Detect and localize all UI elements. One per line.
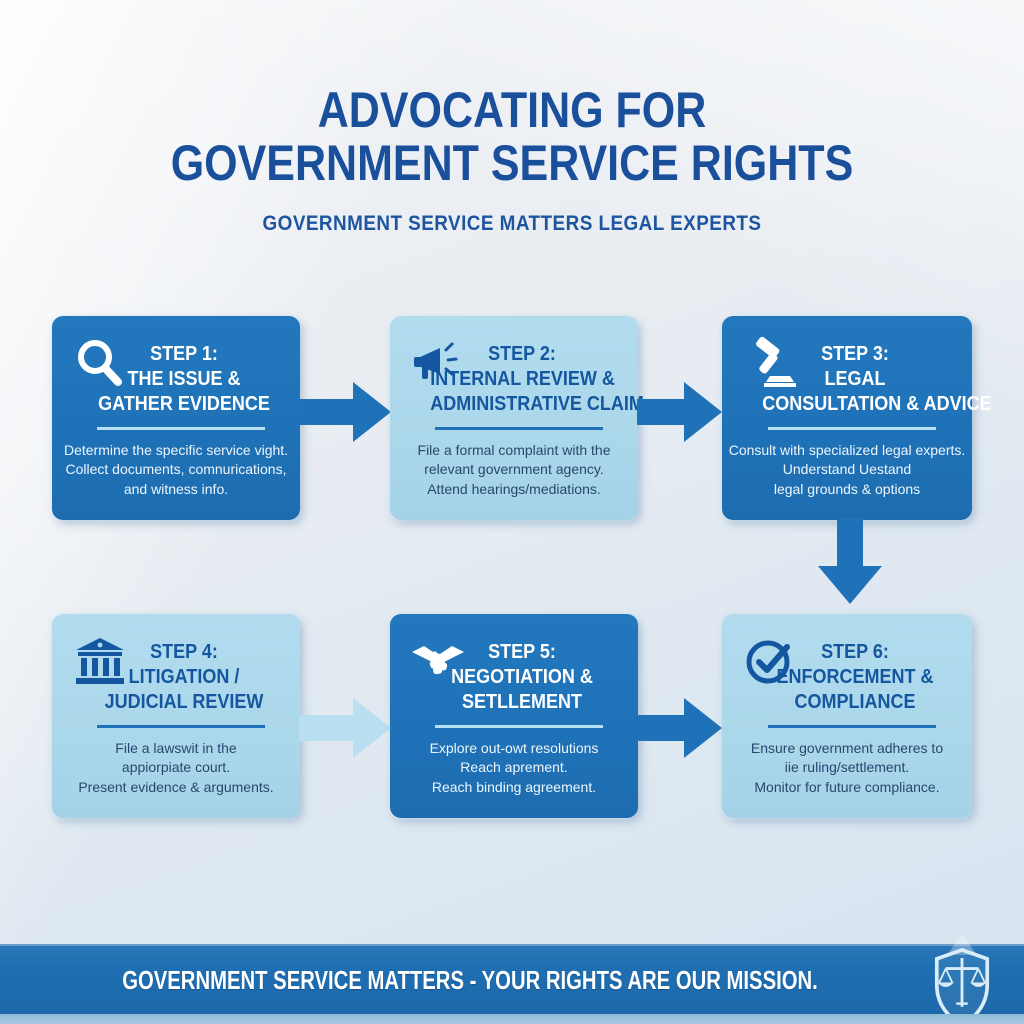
magnifying-glass-icon — [78, 340, 122, 386]
body-line: File a lawswit in the — [115, 739, 237, 756]
step-title-line: LITIGATION / — [128, 666, 240, 689]
arrow-down-icon — [818, 518, 882, 604]
footer-tagline: GOVERNMENT SERVICE MATTERS - YOUR RIGHTS… — [122, 965, 818, 995]
body-line: iie ruling/settlement. — [784, 759, 910, 776]
step-title-line: NEGOTIATION & — [451, 666, 593, 689]
heading-divider — [97, 426, 265, 430]
step-2-body: File a formal complaint with the relevan… — [390, 441, 638, 501]
step-title-line: ENFORCEMENT & — [776, 666, 934, 689]
step-title-line: COMPLIANCE — [794, 691, 916, 714]
body-line: Reach aprement. — [460, 759, 568, 776]
body-line: Consult with specialized legal experts. — [728, 441, 966, 458]
title-line-1: ADVOCATING FOR — [317, 82, 707, 138]
body-line: Determine the specific service vight. — [63, 441, 289, 458]
body-line: legal grounds & options — [773, 481, 921, 498]
body-line: Understand Uestand — [782, 461, 912, 478]
step-label: STEP 5: — [488, 641, 556, 663]
step-title-line: ADMINISTRATIVE CLAIM — [430, 393, 644, 416]
step-6-heading: STEP 6: ENFORCEMENT & COMPLIANCE — [762, 640, 947, 716]
arrow-right-icon — [299, 382, 391, 442]
body-line: appiorpiate court. — [121, 759, 231, 776]
body-line: Explore out-owt resolutions — [429, 739, 599, 756]
body-line: Reach binding agreement. — [431, 779, 597, 796]
step-3-body: Consult with specialized legal experts. … — [722, 441, 972, 501]
check-circle-icon — [746, 640, 790, 684]
step-2-card: STEP 2: INTERNAL REVIEW & ADMINISTRATIVE… — [390, 316, 644, 520]
footer-bar: GOVERNMENT SERVICE MATTERS - YOUR RIGHTS… — [0, 933, 1024, 1024]
step-3-heading: STEP 3: LEGAL CONSULTATION & ADVICE — [762, 342, 992, 418]
step-3-card: STEP 3: LEGAL CONSULTATION & ADVICE Cons… — [722, 316, 992, 520]
body-line: Ensure government adheres to — [750, 739, 944, 756]
footer-bottom-strip — [0, 1014, 1024, 1024]
heading-divider — [768, 724, 936, 728]
step-6-body: Ensure government adheres to iie ruling/… — [722, 739, 972, 799]
step-4-body: File a lawswit in the appiorpiate court.… — [52, 739, 300, 799]
step-1-card: STEP 1: THE ISSUE & GATHER EVIDENCE Dete… — [52, 316, 300, 520]
step-5-card: STEP 5: NEGOTIATION & SETLLEMENT Explore… — [390, 614, 638, 818]
heading-divider — [435, 426, 603, 430]
step-title-line: SETLLEMENT — [461, 691, 583, 714]
shield-scales-logo — [934, 933, 990, 1024]
step-4-heading: STEP 4: LITIGATION / JUDICIAL REVIEW — [92, 640, 276, 716]
body-line: and witness info. — [123, 481, 229, 498]
step-label: STEP 1: — [150, 343, 218, 365]
step-5-heading: STEP 5: NEGOTIATION & SETLLEMENT — [430, 640, 614, 716]
step-label: STEP 4: — [150, 641, 218, 663]
step-label: STEP 2: — [488, 343, 556, 365]
title-line-2: GOVERNMENT SERVICE RIGHTS — [170, 135, 854, 191]
gavel-icon — [756, 336, 796, 387]
arrow-right-icon — [299, 698, 391, 758]
step-title-line: GATHER EVIDENCE — [98, 393, 270, 416]
body-line: relevant government agency. — [424, 461, 604, 478]
step-title-line: THE ISSUE & — [127, 368, 241, 391]
step-label: STEP 6: — [821, 641, 889, 663]
arrow-right-icon — [637, 382, 722, 442]
megaphone-icon — [414, 342, 458, 379]
heading-divider — [768, 426, 936, 430]
step-1-heading: STEP 1: THE ISSUE & GATHER EVIDENCE — [92, 342, 276, 418]
step-title-line: JUDICIAL REVIEW — [104, 691, 264, 714]
step-title-line: CONSULTATION & ADVICE — [762, 393, 992, 416]
step-4-card: STEP 4: LITIGATION / JUDICIAL REVIEW Fil… — [52, 614, 300, 818]
body-line: Attend hearings/mediations. — [427, 481, 601, 498]
body-line: Monitor for future compliance. — [754, 779, 940, 796]
header: ADVOCATING FOR GOVERNMENT SERVICE RIGHTS… — [0, 84, 1024, 236]
page-subtitle: GOVERNMENT SERVICE MATTERS LEGAL EXPERTS — [262, 212, 762, 235]
body-line: Collect documents, comnurications, — [65, 461, 287, 478]
heading-divider — [435, 724, 603, 728]
step-1-body: Determine the specific service vight. Co… — [52, 441, 300, 501]
step-label: STEP 3: — [821, 343, 889, 365]
heading-divider — [97, 724, 265, 728]
page-title: ADVOCATING FOR GOVERNMENT SERVICE RIGHTS — [72, 84, 953, 190]
courthouse-icon — [76, 638, 124, 684]
body-line: Present evidence & arguments. — [78, 779, 274, 796]
step-title-line: LEGAL — [824, 368, 886, 391]
body-line: File a formal complaint with the — [417, 441, 611, 458]
step-5-body: Explore out-owt resolutions Reach apreme… — [390, 739, 638, 799]
handshake-icon — [412, 646, 464, 675]
arrow-right-icon — [637, 698, 722, 758]
step-2-heading: STEP 2: INTERNAL REVIEW & ADMINISTRATIVE… — [430, 342, 644, 418]
step-title-line: INTERNAL REVIEW & — [430, 368, 615, 391]
step-6-card: STEP 6: ENFORCEMENT & COMPLIANCE Ensure … — [722, 614, 972, 818]
